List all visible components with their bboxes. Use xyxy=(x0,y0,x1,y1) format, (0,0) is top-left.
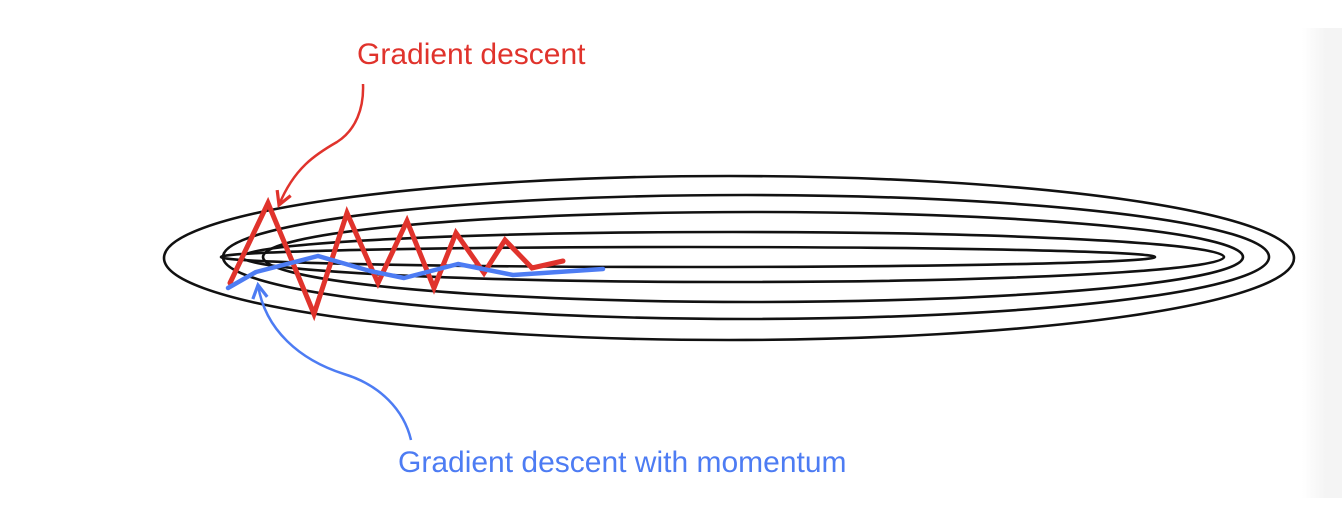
contour-ellipses xyxy=(162,174,1296,342)
gradient-descent-label: Gradient descent xyxy=(357,38,586,71)
contour-ellipse-2 xyxy=(221,193,1271,321)
contour-ellipse-5 xyxy=(219,245,1157,269)
gradient-descent-arrow xyxy=(279,83,365,205)
momentum-arrow xyxy=(258,285,413,441)
gradient-descent-momentum-label: Gradient descent with momentum xyxy=(398,446,847,479)
momentum-path xyxy=(225,253,606,291)
page-edge-shade xyxy=(1302,28,1342,498)
contour-ellipse-1 xyxy=(162,174,1296,342)
contour-ellipse-3 xyxy=(261,210,1245,304)
gradient-descent-path xyxy=(227,196,566,322)
